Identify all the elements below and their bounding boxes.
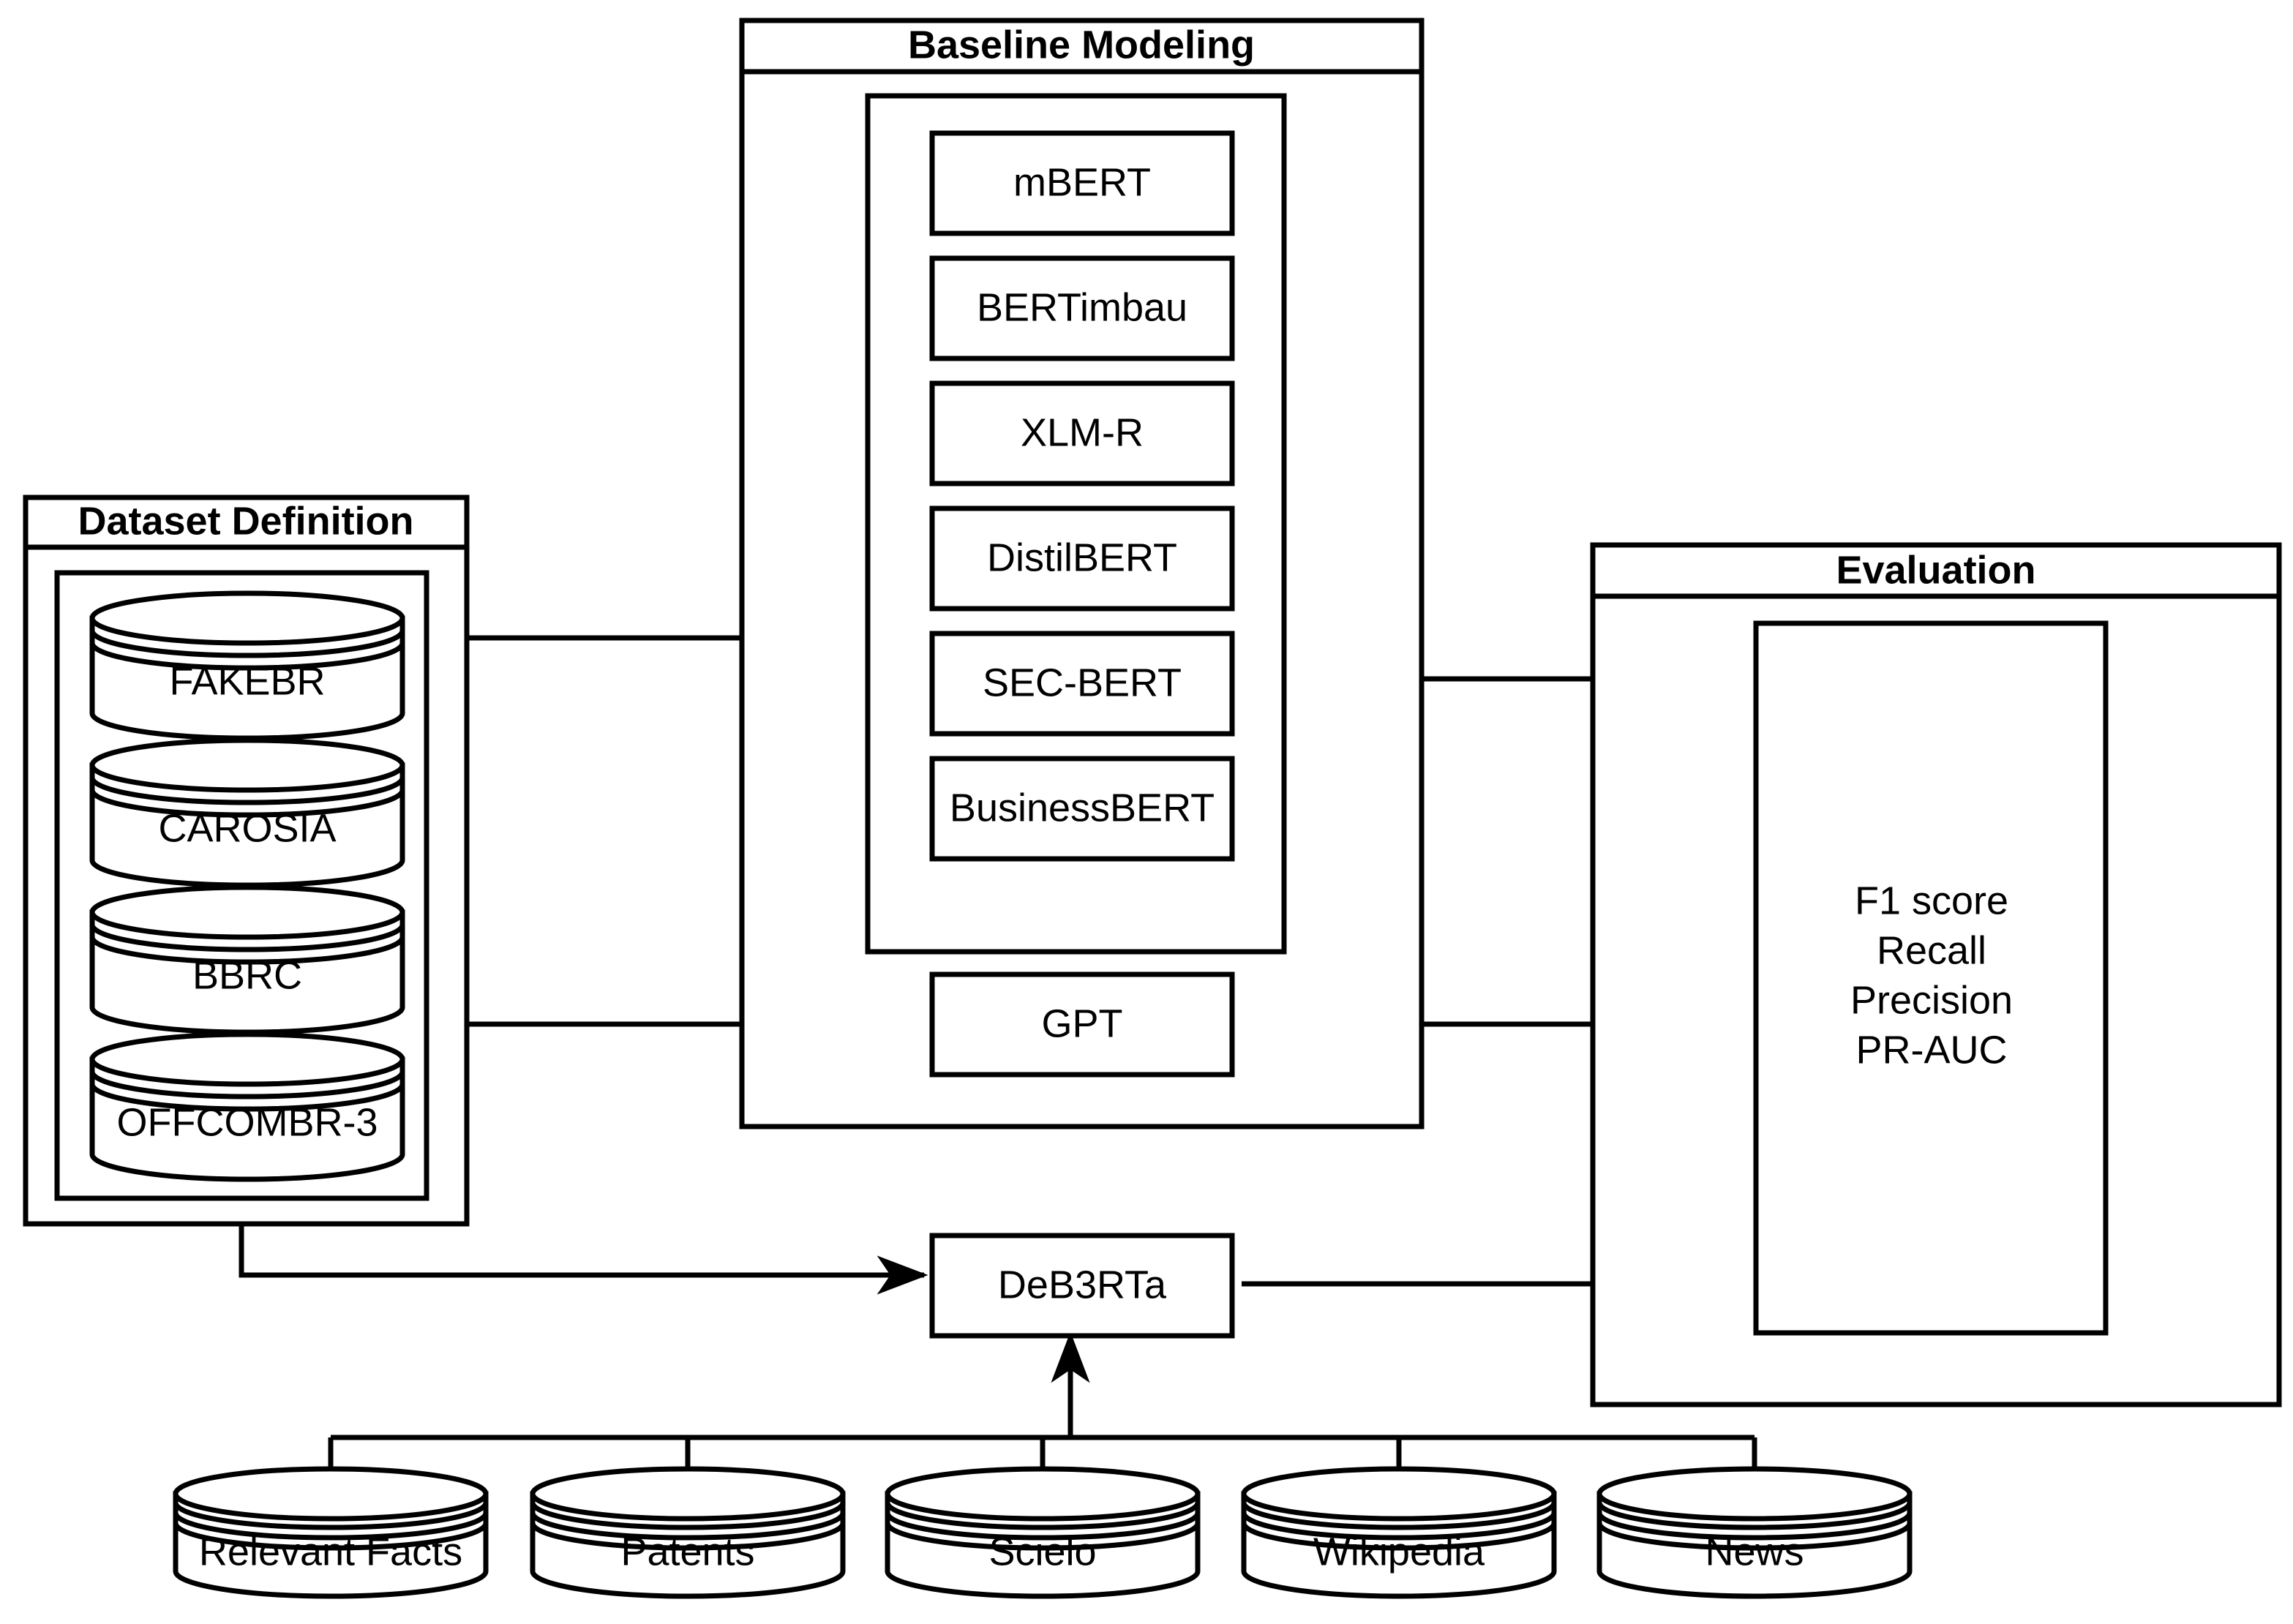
cylinder-top [89, 590, 405, 646]
model-box [929, 380, 1235, 486]
evaluation-metrics-frame [1753, 620, 2109, 1336]
cylinder-rim-line-1 [89, 1071, 405, 1099]
model-box-bertimbau[interactable]: BERTimbau [929, 255, 1235, 361]
dataset-label: OFFCOMBR-3 [117, 1100, 378, 1144]
model-box [929, 130, 1235, 236]
cylinder-body [885, 1491, 1201, 1599]
cylinder-rim-line-1 [530, 1502, 846, 1530]
cylinder-top [89, 737, 405, 793]
cylinder-rim-line-1 [89, 630, 405, 658]
cylinder-rim-line-3 [173, 1522, 489, 1551]
cylinder-rim-line-3 [1596, 1522, 1913, 1551]
evaluation-panel: Evaluation F1 score Recall Precision PR-… [1590, 542, 2282, 1407]
cylinder-rim-line-1 [89, 924, 405, 952]
baseline-modeling-panel: Baseline Modeling mBERT BERTimbau XLM-R … [739, 18, 1425, 1129]
corpus-label: News [1705, 1530, 1804, 1574]
metric-pr-auc: PR-AUC [1855, 1028, 2007, 1072]
cylinder-top [89, 884, 405, 940]
corpus-cylinder-news[interactable]: News [1596, 1466, 1913, 1599]
model-label: mBERT [1013, 160, 1151, 204]
corpus-label: Relevant Facts [199, 1530, 462, 1574]
cylinder-rim-line-2 [89, 642, 405, 671]
model-box [929, 505, 1235, 612]
cylinder-rim-line-1 [1596, 1502, 1913, 1530]
cylinder-rim-line-2 [89, 936, 405, 965]
dataset-cylinder-bbrc[interactable]: BBRC [89, 884, 405, 1035]
cylinder-rim-line-2 [89, 1083, 405, 1112]
cylinder-top [89, 1031, 405, 1087]
model-label: BERTimbau [977, 285, 1187, 329]
pretraining-corpora-row: Relevant Facts Patents Scielo [173, 1466, 1913, 1599]
cylinder-rim-line-1 [885, 1502, 1201, 1530]
corpus-label: Patents [620, 1530, 754, 1574]
cylinder-top [1241, 1466, 1557, 1522]
evaluation-title: Evaluation [1836, 548, 2035, 592]
cylinder-rim-line-2 [1596, 1512, 1913, 1541]
model-box [929, 631, 1235, 737]
model-label: DistilBERT [987, 535, 1177, 579]
cylinder-rim-line-1 [173, 1502, 489, 1530]
deb3rta-label: DeB3RTa [998, 1263, 1167, 1307]
model-box [929, 971, 1235, 1078]
dataset-definition-panel: Dataset Definition FAKEBR CAROSIA [23, 495, 470, 1227]
cylinder-rim-line-1 [1241, 1502, 1557, 1530]
corpus-cylinder-wikipedia[interactable]: Wikipedia [1241, 1466, 1557, 1599]
dataset-cylinder-carosia[interactable]: CAROSIA [89, 737, 405, 888]
evaluation-metrics-list: F1 score Recall Precision PR-AUC [1850, 879, 2013, 1072]
cylinder-body [1241, 1491, 1557, 1599]
metric-f1-score: F1 score [1855, 879, 2008, 922]
metric-precision: Precision [1850, 978, 2013, 1022]
corpus-label: Scielo [988, 1530, 1096, 1574]
dataset-cylinder-fakebr[interactable]: FAKEBR [89, 590, 405, 741]
corpus-cylinder-scielo[interactable]: Scielo [885, 1466, 1201, 1599]
cylinder-rim-line-2 [1241, 1512, 1557, 1541]
deb3rta-node[interactable]: DeB3RTa [929, 1233, 1235, 1339]
deb3rta-box [929, 1233, 1235, 1339]
cylinder-rim-line-3 [885, 1522, 1201, 1551]
model-label: XLM-R [1021, 410, 1144, 454]
dataset-label: CAROSIA [158, 806, 336, 850]
corpus-cylinder-patents[interactable]: Patents [530, 1466, 846, 1599]
model-box-xlm-r[interactable]: XLM-R [929, 380, 1235, 486]
cylinder-body [173, 1491, 489, 1599]
model-box-mbert[interactable]: mBERT [929, 130, 1235, 236]
model-box-distilbert[interactable]: DistilBERT [929, 505, 1235, 612]
dataset-label: BBRC [192, 953, 302, 997]
cylinder-top [1596, 1466, 1913, 1522]
dataset-cylinder-offcombr3[interactable]: OFFCOMBR-3 [89, 1031, 405, 1182]
baseline-modeling-title: Baseline Modeling [908, 23, 1255, 67]
cylinder-top [885, 1466, 1201, 1522]
cylinder-rim-line-2 [530, 1512, 846, 1541]
model-box-sec-bert[interactable]: SEC-BERT [929, 631, 1235, 737]
cylinder-rim-line-2 [885, 1512, 1201, 1541]
cylinder-rim-line-3 [530, 1522, 846, 1551]
cylinder-top [530, 1466, 846, 1522]
cylinder-rim-line-2 [89, 789, 405, 818]
metric-recall: Recall [1877, 928, 1986, 972]
cylinder-rim-line-1 [89, 777, 405, 805]
model-box [929, 255, 1235, 361]
model-box-gpt[interactable]: GPT [929, 971, 1235, 1078]
cylinder-top [173, 1466, 489, 1522]
model-label: GPT [1041, 1001, 1122, 1045]
cylinder-body [89, 1056, 405, 1182]
dataset-label: FAKEBR [169, 659, 325, 703]
dataset-definition-title: Dataset Definition [78, 499, 413, 543]
model-box-businessbert[interactable]: BusinessBERT [929, 756, 1235, 862]
cylinder-rim-line-3 [1241, 1522, 1557, 1551]
corpus-cylinder-relevant-facts[interactable]: Relevant Facts [173, 1466, 489, 1599]
cylinder-rim-line-2 [173, 1512, 489, 1541]
model-label: SEC-BERT [983, 661, 1182, 704]
cylinder-body [1596, 1491, 1913, 1599]
corpus-label: Wikipedia [1313, 1530, 1485, 1574]
model-box [929, 756, 1235, 862]
cylinder-body [530, 1491, 846, 1599]
model-label: BusinessBERT [950, 786, 1215, 830]
